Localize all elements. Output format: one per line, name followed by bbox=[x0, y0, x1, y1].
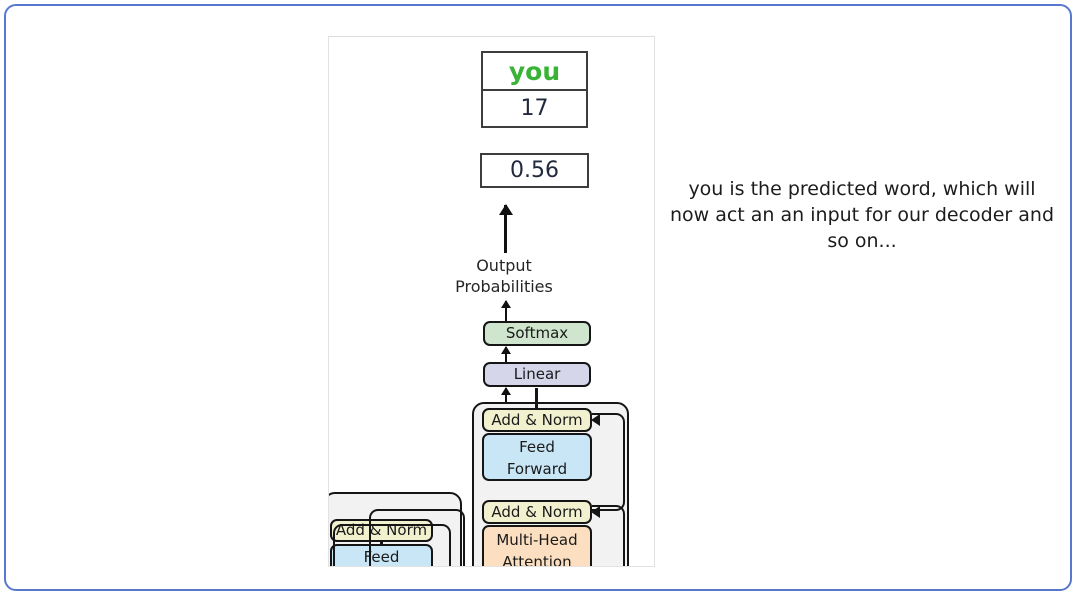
arrow-left-into-add-norm-2 bbox=[591, 506, 600, 518]
arrow-into-linear bbox=[504, 388, 507, 408]
multi-head-line2: Attention bbox=[502, 553, 572, 567]
decoder-residual-connector-feedforward bbox=[592, 413, 625, 511]
feed-forward-line1: Feed bbox=[519, 438, 555, 456]
output-probabilities-line2: Probabilities bbox=[455, 277, 553, 296]
predicted-token-box: you 17 bbox=[481, 51, 588, 128]
predicted-token-word: you bbox=[483, 53, 586, 91]
slide-frame: you 17 0.56 Output Probabilities Softmax… bbox=[4, 4, 1072, 591]
block-softmax: Softmax bbox=[483, 321, 591, 346]
probability-value-box: 0.56 bbox=[480, 153, 589, 188]
decoder-residual-connector-attention bbox=[592, 505, 625, 566]
predicted-token-index: 17 bbox=[520, 96, 549, 121]
decoder-top-connector bbox=[535, 388, 538, 410]
block-feed-forward: Feed Forward bbox=[482, 433, 592, 481]
arrow-up-to-probability bbox=[504, 205, 507, 253]
encoder-residual-connector-outer bbox=[333, 524, 451, 566]
feed-forward-line2: Forward bbox=[506, 460, 568, 478]
multi-head-line1: Multi-Head bbox=[496, 531, 578, 549]
block-add-norm-upper: Add & Norm bbox=[482, 408, 592, 432]
output-probabilities-label: Output Probabilities bbox=[449, 255, 559, 297]
arrow-up-to-output-probabilities bbox=[504, 301, 507, 323]
explanation-caption: you is the predicted word, which will no… bbox=[669, 178, 1055, 252]
block-encoder-feed: Feed bbox=[330, 544, 433, 566]
transformer-diagram-figure: you 17 0.56 Output Probabilities Softmax… bbox=[328, 36, 655, 567]
block-add-norm-lower: Add & Norm bbox=[482, 500, 592, 524]
block-multi-head-attention: Multi-Head Attention bbox=[482, 525, 592, 567]
arrow-into-softmax bbox=[504, 347, 507, 367]
encoder-residual-connector-inner bbox=[369, 509, 465, 566]
output-probabilities-line1: Output bbox=[476, 256, 532, 275]
arrow-left-into-add-norm-1 bbox=[591, 414, 600, 426]
block-linear: Linear bbox=[483, 362, 591, 387]
